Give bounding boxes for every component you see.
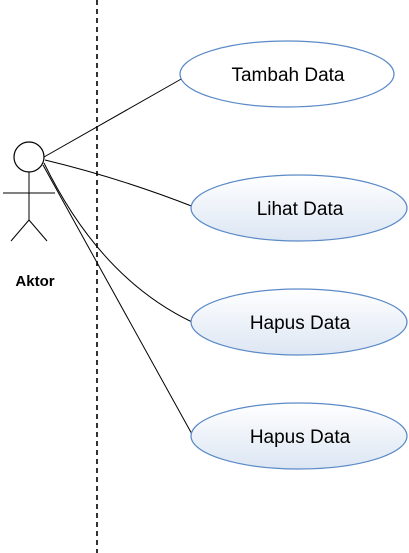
use-case-label: Lihat Data: [257, 199, 344, 220]
association-hapus-data-1: [43, 162, 193, 323]
actor-head: [13, 141, 45, 173]
use-case-lihat-data[interactable]: Lihat Data: [190, 174, 408, 242]
actor-left-leg: [10, 219, 30, 242]
association-tambah-data: [43, 77, 184, 158]
use-case-label: Hapus Data: [250, 313, 351, 334]
use-case-label: Tambah Data: [231, 65, 344, 86]
actor-label: Aktor: [15, 273, 54, 290]
association-lihat-data: [44, 159, 195, 208]
use-case-ellipse: [190, 288, 408, 356]
use-case-label: Hapus Data: [250, 427, 351, 448]
association-hapus-data-2: [42, 164, 194, 437]
use-case-hapus-data-2[interactable]: Hapus Data: [190, 402, 408, 470]
use-case-hapus-data-1[interactable]: Hapus Data: [190, 288, 408, 356]
actor-right-leg: [28, 219, 48, 242]
use-case-ellipse: [190, 174, 408, 242]
use-case-tambah-data[interactable]: Tambah Data: [179, 40, 395, 108]
use-case-ellipse: [179, 40, 395, 108]
use-case-ellipse: [190, 402, 408, 470]
actor-figure: [3, 141, 55, 242]
